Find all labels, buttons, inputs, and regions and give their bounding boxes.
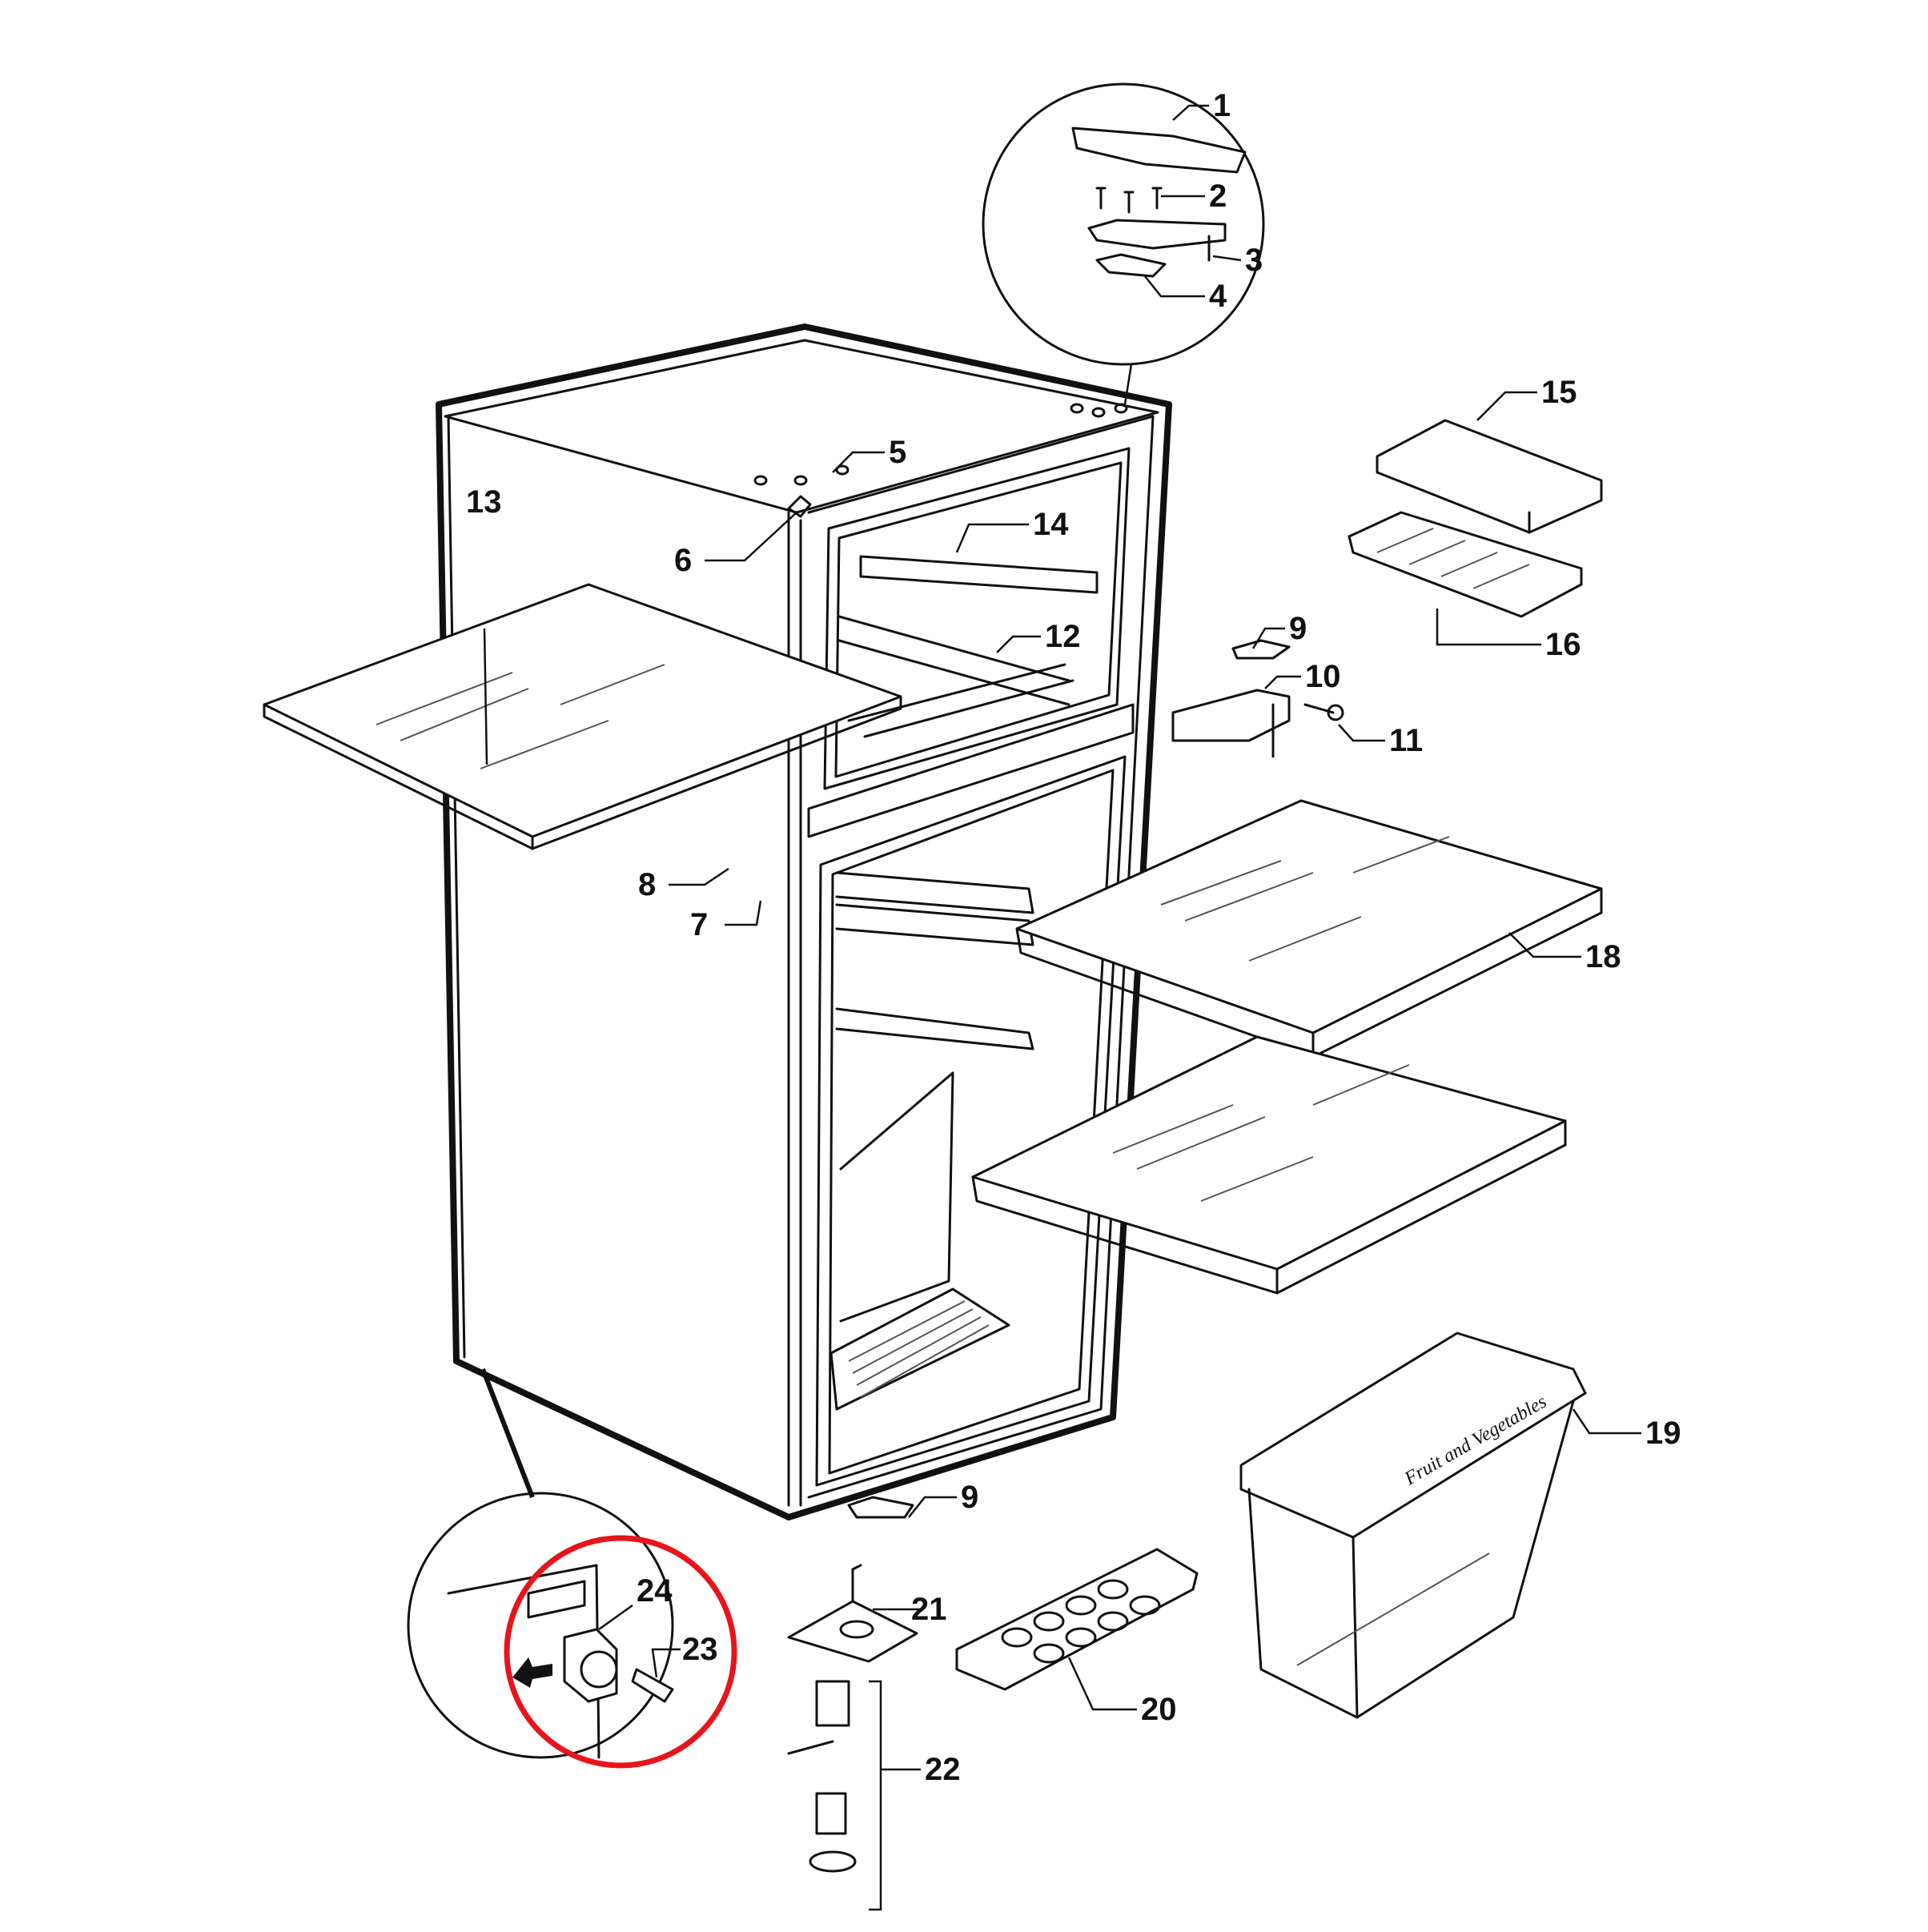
- callout-6: 6: [674, 543, 692, 578]
- bottom-leveller-detail: [407, 1368, 674, 1759]
- callout-9b: 9: [961, 1480, 978, 1515]
- part-18b-shelf: [971, 1035, 1567, 1295]
- part-15-16-ice-tray: [1348, 419, 1603, 618]
- part-20-egg-tray: [955, 1548, 1199, 1691]
- callout-2: 2: [1209, 179, 1227, 214]
- callout-7: 7: [690, 907, 708, 942]
- leader-lines: [483, 104, 1641, 1771]
- callout-3: 3: [1245, 243, 1263, 278]
- callout-12: 12: [1045, 619, 1081, 654]
- callout-1: 1: [1213, 88, 1231, 123]
- callout-9a: 9: [1289, 611, 1307, 646]
- callout-13: 13: [466, 484, 502, 520]
- highlight-circle: [504, 1535, 737, 1769]
- callout-16: 16: [1545, 627, 1581, 662]
- part-21-22-bottom-hinge: [787, 1496, 918, 1911]
- part-13-shelf: [263, 583, 902, 850]
- callout-labels: 1 2 3 4 5 6 7 8 9 9 10 11 12 13 14 15 16…: [466, 88, 1681, 1787]
- callout-8: 8: [638, 867, 656, 902]
- callout-23: 23: [682, 1632, 718, 1667]
- callout-20: 20: [1141, 1692, 1177, 1727]
- callout-19: 19: [1645, 1416, 1681, 1451]
- callout-10: 10: [1305, 659, 1341, 694]
- callout-11: 11: [1389, 723, 1423, 758]
- callout-22: 22: [925, 1752, 961, 1787]
- callout-5: 5: [889, 435, 906, 470]
- callout-18: 18: [1585, 939, 1621, 974]
- callout-21: 21: [911, 1592, 947, 1627]
- callout-14: 14: [1033, 507, 1069, 542]
- callout-24: 24: [637, 1573, 673, 1609]
- top-hinge-detail: [982, 82, 1265, 405]
- callout-15: 15: [1541, 375, 1577, 410]
- part-18-shelf: [1015, 799, 1603, 1058]
- callout-4: 4: [1209, 279, 1227, 314]
- part-9-10-11-hinge: [1171, 639, 1344, 758]
- part-19-crisper: Fruit and Vegetables: [1239, 1332, 1587, 1719]
